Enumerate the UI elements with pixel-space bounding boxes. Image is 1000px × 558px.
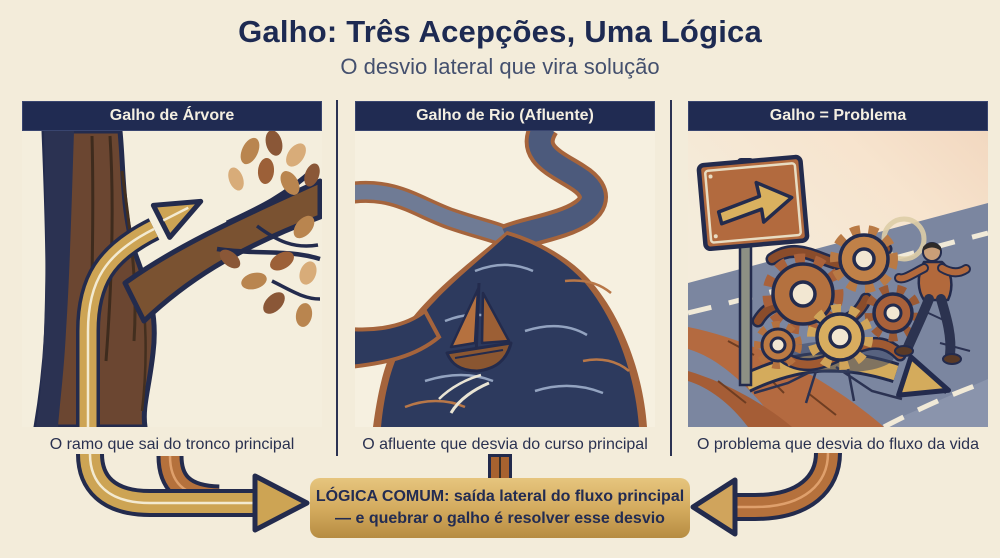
tangled-gears-icon <box>751 225 922 372</box>
panel-divider <box>336 100 338 456</box>
river-illustration <box>355 131 655 427</box>
banner-line-1: LÓGICA COMUM: saída lateral do fluxo pri… <box>315 487 685 505</box>
panel-caption-problem: O problema que desvia do fluxo da vida <box>697 436 979 453</box>
panel-caption-river: O afluente que desvia do curso principal <box>362 436 648 453</box>
banner-line-2: — e quebrar o galho é resolver esse desv… <box>335 510 665 527</box>
merge-arrows-left-icon <box>76 453 310 533</box>
panel-header-problem: Galho = Problema <box>688 101 988 131</box>
panel-caption-tree: O ramo que sai do tronco principal <box>49 436 295 453</box>
page-subtitle: O desvio lateral que vira solução <box>340 54 660 79</box>
sailboat-icon <box>438 282 513 414</box>
common-logic-banner: LÓGICA COMUM: saída lateral do fluxo pri… <box>310 478 690 538</box>
gold-branch-arrow-icon <box>76 198 204 427</box>
tree-illustration <box>22 131 322 427</box>
page-title: Galho: Três Acepções, Uma Lógica <box>238 14 762 49</box>
walking-man-icon <box>894 242 971 365</box>
direction-sign-icon <box>696 154 810 387</box>
panel-header-river: Galho de Rio (Afluente) <box>355 101 655 131</box>
leaves-icon <box>219 131 320 327</box>
center-connector <box>488 454 512 481</box>
river-icon <box>355 131 647 427</box>
panel-header-tree: Galho de Árvore <box>22 101 322 131</box>
curve-arrow-right-icon <box>690 452 842 537</box>
panel-divider <box>670 100 672 456</box>
problem-illustration <box>688 131 988 427</box>
